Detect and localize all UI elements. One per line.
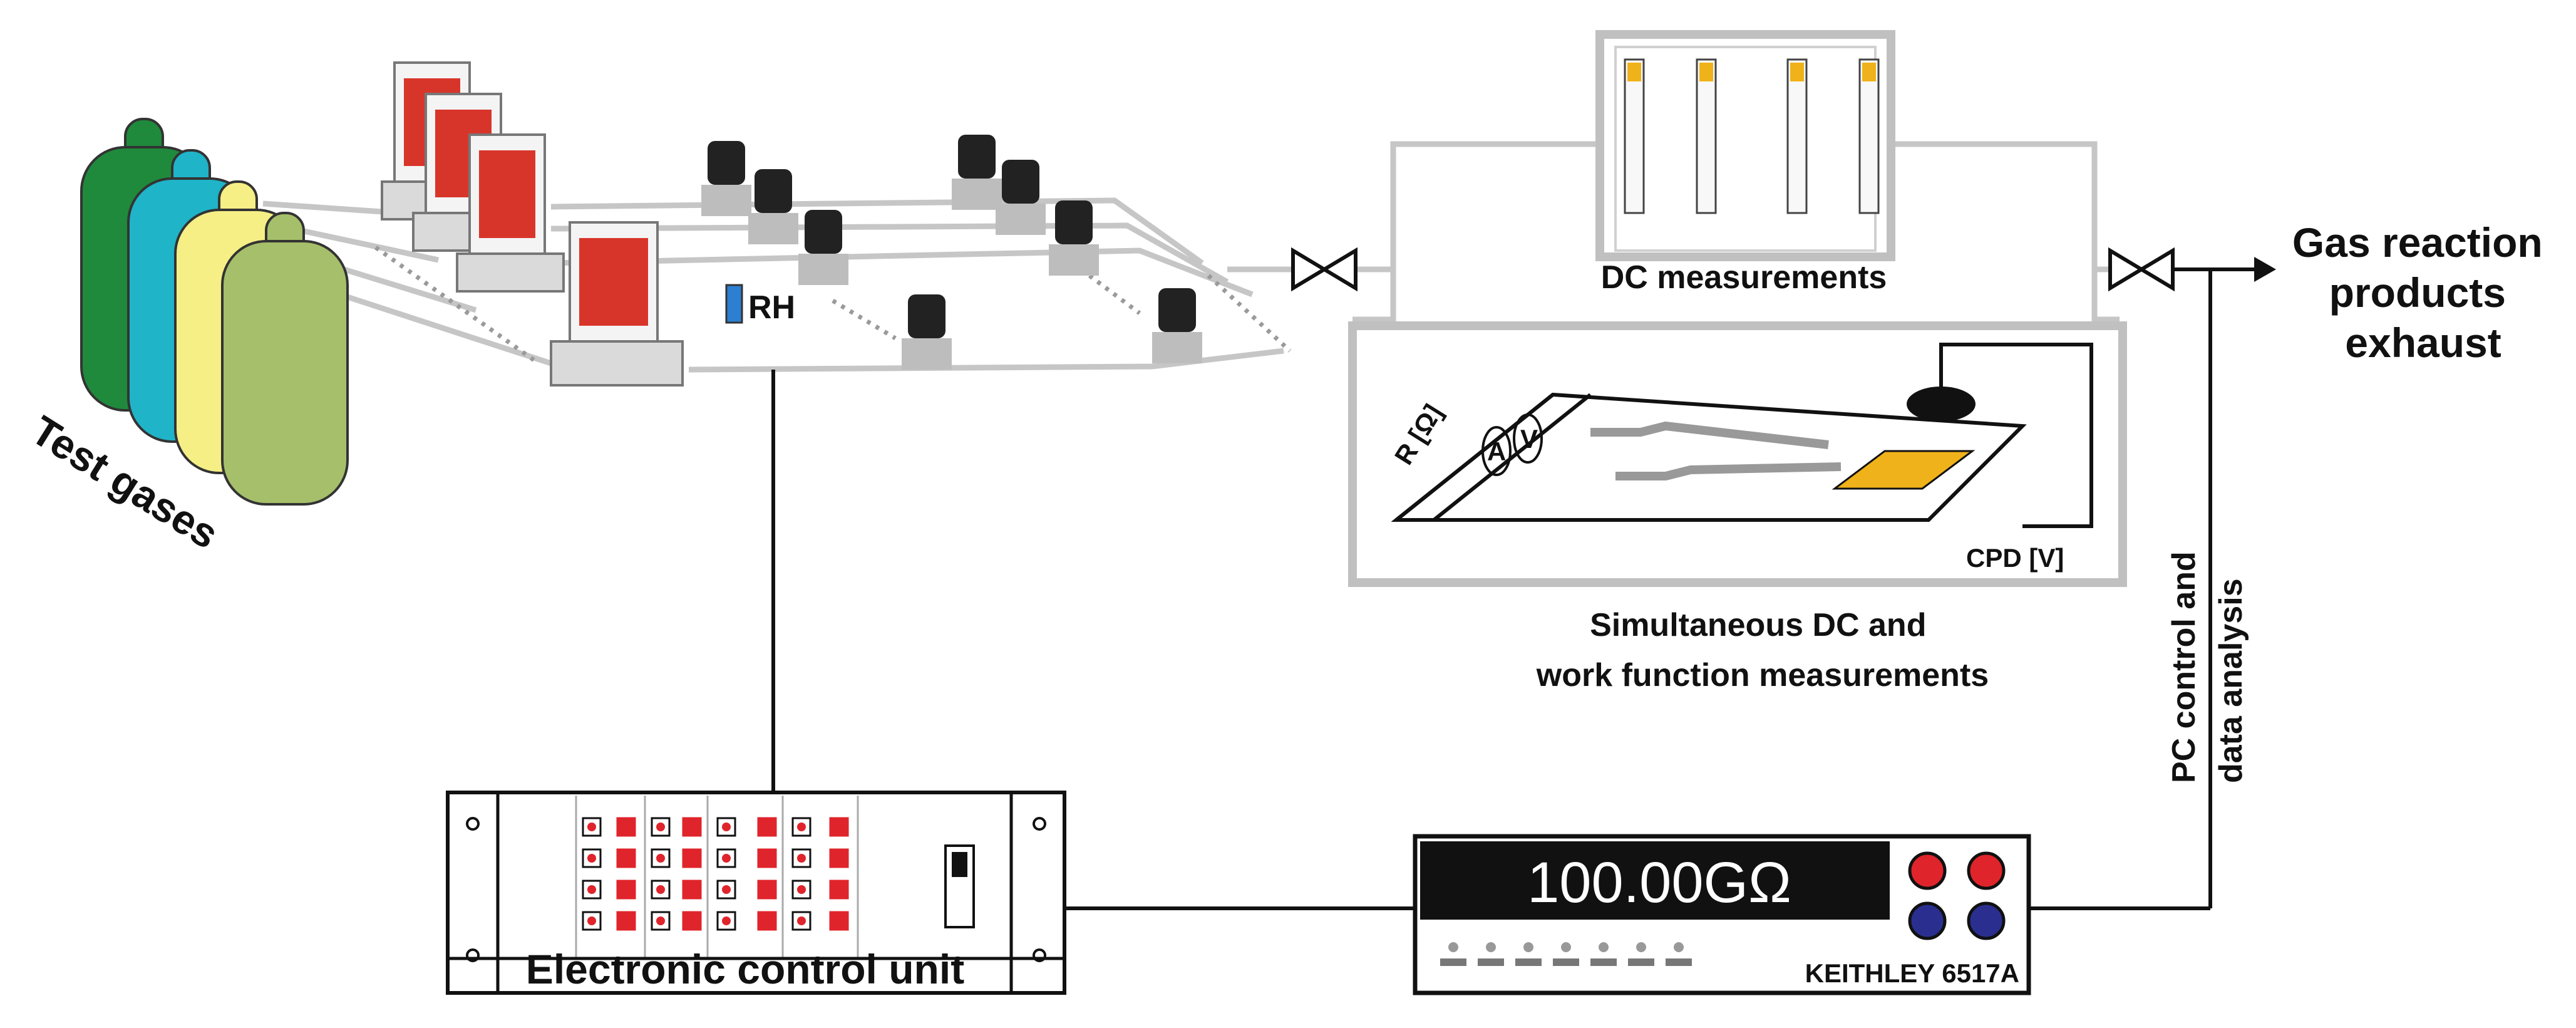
- panel-button: [682, 817, 702, 837]
- test-gas-cylinders: [80, 118, 349, 506]
- panel-button-led: [656, 885, 665, 894]
- mass-flow-controller-icon: [550, 221, 684, 387]
- panel-button-led: [587, 916, 596, 925]
- electrometer-key-cap: [1486, 942, 1496, 952]
- panel-button: [829, 880, 849, 900]
- panel-button-led: [656, 854, 665, 863]
- electrometer-key: [1478, 958, 1504, 966]
- terminal-blue: [1908, 901, 1947, 940]
- panel-button-led: [797, 823, 806, 831]
- gas-sensor-icon: [1858, 58, 1880, 214]
- panel-button: [651, 880, 671, 900]
- rh-sensor-icon: [725, 284, 743, 324]
- panel-button: [716, 911, 736, 931]
- gas-exhaust-label: Gas reaction products exhaust: [2292, 219, 2554, 366]
- solenoid-valve-icon: [748, 169, 798, 244]
- panel-button-led: [797, 885, 806, 894]
- panel-button: [616, 848, 636, 868]
- panel-button: [757, 880, 777, 900]
- gas-sensor-icon: [1786, 58, 1808, 214]
- electrometer-key-cap: [1448, 942, 1458, 952]
- panel-button: [682, 911, 702, 931]
- panel-button: [757, 911, 777, 931]
- electronic-control-unit-label: Electronic control unit: [526, 946, 964, 992]
- panel-button: [716, 880, 736, 900]
- exhaust-arrow: [2173, 257, 2276, 282]
- gas-cylinder-icon: [221, 212, 349, 506]
- simultaneous-label: Simultaneous DC and work function measur…: [1536, 607, 1989, 693]
- solenoid-valve-icon: [1152, 288, 1202, 363]
- panel-button-led: [797, 854, 806, 863]
- solenoid-valve-icon: [798, 210, 848, 285]
- panel-button: [829, 911, 849, 931]
- gas-pipelines: [262, 141, 2120, 373]
- terminal-red: [1967, 851, 2006, 890]
- panel-button-led: [722, 823, 731, 831]
- panel-button-led: [656, 916, 665, 925]
- electrometer-key: [1590, 958, 1617, 966]
- signal-wiring: [771, 269, 2212, 910]
- panel-button-led: [587, 854, 596, 863]
- pc-control-label: PC control and data analysis: [2166, 543, 2249, 783]
- electrometer-key: [1553, 958, 1579, 966]
- panel-button: [757, 848, 777, 868]
- panel-button: [829, 848, 849, 868]
- panel-button: [616, 880, 636, 900]
- panel-button: [616, 817, 636, 837]
- gas-sensor-icon: [1624, 58, 1645, 214]
- solenoid-valve-icon: [701, 141, 751, 216]
- electrical-contacts: [1395, 393, 1592, 522]
- electrometer-icon: 100.00GΩ KEITHLEY 6517A: [1413, 834, 2031, 995]
- panel-button-grid: [582, 817, 849, 931]
- panel-button: [616, 911, 636, 931]
- electrometer-key-cap: [1674, 942, 1684, 952]
- electrometer-key: [1628, 958, 1654, 966]
- electrometer-key: [1440, 958, 1466, 966]
- electrometer-key-cap: [1636, 942, 1646, 952]
- solenoid-valve-icon: [902, 294, 952, 370]
- solenoid-valve-icon: [952, 135, 1002, 210]
- panel-button: [757, 817, 777, 837]
- panel-button: [582, 880, 602, 900]
- electrometer-key: [1666, 958, 1692, 966]
- panel-button-led: [797, 916, 806, 925]
- dc-measurements-label: DC measurements: [1601, 259, 1887, 296]
- kelvin-probe-icon: [1907, 343, 2093, 528]
- needle-valve-icon: [2108, 247, 2175, 292]
- rh-label: RH: [748, 289, 795, 326]
- terminal-red: [1908, 851, 1947, 890]
- solenoid-valve-icon: [1049, 200, 1099, 276]
- electrometer-key-cap: [1523, 942, 1533, 952]
- needle-valve-icon: [1291, 247, 1358, 292]
- terminal-blue: [1967, 901, 2006, 940]
- panel-button-led: [722, 916, 731, 925]
- ammeter-symbol: A: [1487, 437, 1506, 466]
- electrometer-model-label: KEITHLEY 6517A: [1805, 958, 2019, 988]
- electrometer-keypad: [1440, 942, 1692, 966]
- electrometer-key-cap: [1561, 942, 1571, 952]
- electrometer-key: [1515, 958, 1542, 966]
- panel-button-led: [722, 854, 731, 863]
- dc-measurement-chamber: DC measurements: [1595, 30, 1895, 296]
- panel-button: [682, 848, 702, 868]
- solenoid-valves: [701, 135, 1202, 370]
- panel-button: [791, 880, 811, 900]
- cpd-label: CPD [V]: [1966, 543, 2064, 573]
- panel-button-led: [587, 885, 596, 894]
- panel-button: [829, 817, 849, 837]
- mass-flow-controller-icon: [456, 133, 565, 293]
- panel-button: [682, 880, 702, 900]
- electronic-control-unit: Electronic control unit: [446, 791, 1066, 995]
- electrometer-key-cap: [1599, 942, 1609, 952]
- voltmeter-symbol: V: [1520, 424, 1538, 454]
- solenoid-valve-icon: [996, 160, 1046, 235]
- work-function-chamber: R [Ω] A V CPD [V]: [1348, 321, 2127, 587]
- panel-button-led: [656, 823, 665, 831]
- electrometer-display: 100.00GΩ: [1527, 851, 1791, 915]
- panel-button-led: [722, 885, 731, 894]
- gas-sensor-icon: [1696, 58, 1717, 214]
- mass-flow-controllers: [381, 61, 684, 387]
- panel-button-led: [587, 823, 596, 831]
